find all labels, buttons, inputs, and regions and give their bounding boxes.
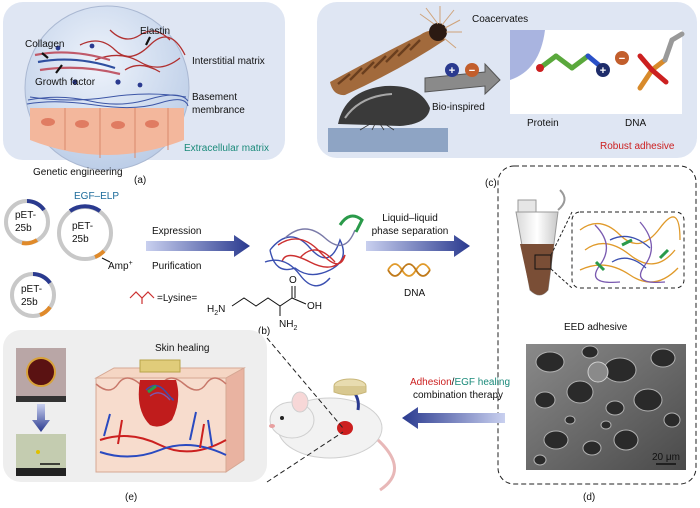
panel-e-skin-healing: Skin healing <box>3 330 344 483</box>
amp-pointer <box>101 257 111 263</box>
expression-arrow <box>146 235 250 257</box>
panel-b-tag: (b) <box>258 326 270 337</box>
minus-charge: − <box>469 65 475 77</box>
plasmids <box>4 199 113 318</box>
egf-elp-label: EGF–ELP <box>74 191 119 202</box>
mussel-illustration <box>328 85 448 152</box>
purification-label: Purification <box>152 261 201 272</box>
panel-d-eed-adhesive: EED adhesive 2 <box>497 165 697 485</box>
mouse-illustration <box>269 378 396 492</box>
dna-label-b: DNA <box>404 288 425 299</box>
bio-inspired-arrow: + − <box>424 62 501 96</box>
skin-healing-label: Skin healing <box>155 343 209 354</box>
interstitial-matrix-label: Interstitial matrix <box>192 56 265 67</box>
eppendorf-tube <box>515 189 566 296</box>
scale-bar-label: 20 μm <box>652 452 680 463</box>
llps-arrow <box>366 235 470 257</box>
lysine-skeleton <box>231 286 307 316</box>
llps-line2: phase separation <box>372 226 449 237</box>
plasmid1-line1: pET- <box>15 210 36 221</box>
protein-structure <box>264 214 364 287</box>
panel-e-tag: (e) <box>125 492 137 503</box>
coacervates-title: Coacervates <box>472 14 528 25</box>
plasmid-1 <box>4 199 50 246</box>
bio-inspired-label: Bio-inspired <box>432 102 485 113</box>
combination-therapy-label: combination therapy <box>413 390 503 401</box>
dna-minus-charge: − <box>619 53 625 65</box>
plasmid-3 <box>10 272 56 318</box>
genetic-engineering-label: Genetic engineering <box>33 167 123 178</box>
wound-photo-after <box>16 434 66 476</box>
lysine-oh: OH <box>307 301 322 312</box>
coacervate-network <box>579 216 681 284</box>
label-pointers <box>41 36 151 74</box>
lysine-label: =Lysine= <box>157 293 197 304</box>
plasmid2-line2: 25b <box>72 234 89 245</box>
plasmid3-line2: 25b <box>21 297 38 308</box>
plasmid2-line1: pET- <box>72 221 93 232</box>
lysine-icon <box>129 291 155 304</box>
dna-helix-icon <box>387 263 431 277</box>
eed-adhesive-label: EED adhesive <box>564 322 628 333</box>
plasmid-2 <box>57 204 113 261</box>
growth-factor-label: Growth factor <box>35 77 96 88</box>
robust-adhesive-label: Robust adhesive <box>600 141 675 152</box>
extracellular-matrix-label: Extracellular matrix <box>184 143 269 154</box>
expression-label: Expression <box>152 226 201 237</box>
skin-block-illustration <box>94 359 246 473</box>
lysine-nh2: NH2 <box>279 319 297 332</box>
plasmid1-line2: 25b <box>15 223 32 234</box>
basement-label-line1: Basement <box>192 92 237 103</box>
panel-a-tag: (a) <box>134 175 146 186</box>
dna-label: DNA <box>625 118 646 129</box>
wound-photo-before <box>16 348 66 402</box>
growth-factor-dots <box>55 43 143 88</box>
therapy-arrow <box>402 407 505 429</box>
panel-d-border <box>497 165 697 485</box>
basement-label-line2: membrance <box>192 105 245 116</box>
panel-d-tag: (d) <box>583 492 595 503</box>
lysine-o: O <box>289 275 297 286</box>
llps-line1: Liquid–liquid <box>382 213 438 224</box>
protein-label: Protein <box>527 118 559 129</box>
protein-dna-molecule: + − <box>510 30 685 114</box>
plasmid3-line1: pET- <box>21 284 42 295</box>
collagen-label: Collagen <box>25 39 64 50</box>
panel-a-extracellular-matrix: Collagen Elastin Growth factor Interstit… <box>3 2 285 171</box>
elastin-fibers <box>79 29 186 73</box>
protein-plus-charge: + <box>600 65 606 77</box>
sem-micrograph: 20 μm <box>526 344 686 470</box>
adhesion-egf-label: Adhesion/EGF healing <box>410 377 510 388</box>
panel-c-tag: (c) <box>485 178 497 189</box>
epithelial-cells <box>30 108 184 158</box>
lysine-h2n: H2N <box>207 304 225 317</box>
basement-membrane-fibers <box>26 93 189 109</box>
panel-c-coacervates: Coacervates + <box>317 2 697 158</box>
plus-charge: + <box>449 65 455 77</box>
amp-label: Amp+ <box>108 260 133 272</box>
healing-down-arrow <box>32 404 50 432</box>
sandcastle-worm-illustration <box>330 6 462 96</box>
elastin-label: Elastin <box>140 26 170 37</box>
